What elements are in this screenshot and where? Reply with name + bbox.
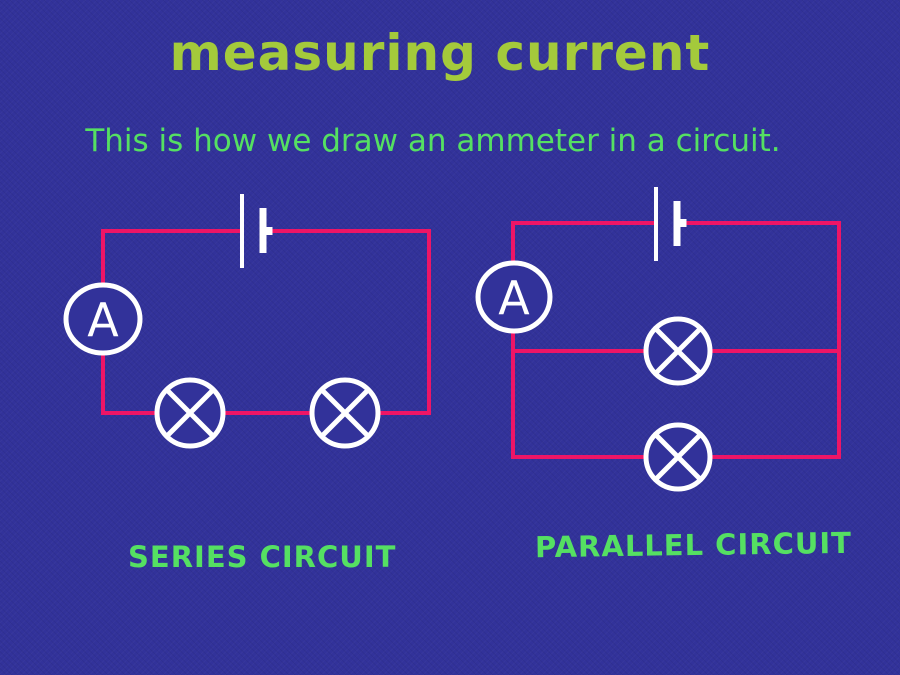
lamp-icon [643, 316, 713, 386]
lamp-icon [643, 422, 713, 492]
battery-long-plate [654, 187, 658, 261]
ammeter-label: A [87, 293, 119, 347]
lamp-icon [309, 377, 381, 449]
lamp-icon [154, 377, 226, 449]
parallel-circuit-label: PARALLEL CIRCUIT [534, 525, 853, 565]
lamp-cross [652, 325, 704, 377]
lamp-cross [319, 387, 371, 439]
battery-short-plate [259, 208, 267, 253]
ammeter-label: A [498, 271, 530, 325]
lamp-cross [164, 387, 216, 439]
series-circuit-diagram: A [63, 194, 431, 449]
ammeter-ring [63, 282, 143, 356]
ammeter-icon: A [475, 260, 553, 334]
battery-long-plate [240, 194, 244, 268]
parallel-circuit-diagram: A [475, 187, 841, 492]
ammeter-ring [475, 260, 553, 334]
lamp-cross [652, 431, 704, 483]
subtitle-text: This is how we draw an ammeter in a circ… [85, 123, 781, 159]
series-circuit-label: SERIES CIRCUIT [128, 540, 397, 574]
battery-icon [240, 194, 273, 268]
series-circuit-wire [101, 229, 431, 415]
ammeter-icon: A [63, 282, 143, 356]
battery-terminal-tab [266, 227, 273, 235]
battery-short-plate [673, 201, 681, 246]
battery-icon [654, 187, 687, 261]
battery-terminal-tab [680, 219, 687, 227]
page-title: measuring current [169, 24, 711, 82]
